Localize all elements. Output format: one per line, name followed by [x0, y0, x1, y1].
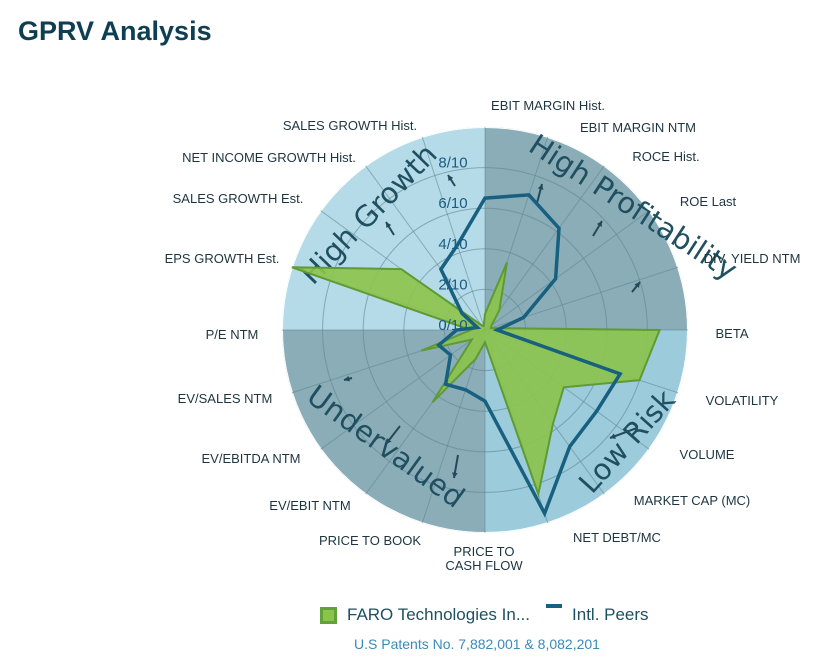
axis-label: MARKET CAP (MC)	[634, 493, 751, 508]
arrow-icon	[536, 183, 544, 204]
series-faro-area	[291, 262, 662, 498]
axis-label: SALES GROWTH Est.	[173, 191, 304, 206]
axis-label: P/E NTM	[206, 327, 259, 342]
series-peers-line	[435, 193, 623, 518]
axis-labels: EBIT MARGIN Hist. EBIT MARGIN NTM ROCE His…	[165, 98, 801, 573]
arrow-icon	[385, 425, 401, 445]
arrow-icon	[343, 375, 353, 382]
tick-label: 8/10	[438, 155, 467, 172]
direction-arrows	[343, 174, 641, 479]
tick-label: 2/10	[438, 276, 467, 293]
patents-note: U.S Patents No. 7,882,001 & 8,082,201	[354, 636, 600, 652]
grid-spoke	[484, 165, 605, 331]
grid-spoke	[421, 136, 486, 331]
axis-label: NET DEBT/MC	[573, 530, 661, 545]
arrow-icon	[631, 281, 641, 293]
axis-label: EPS GROWTH Est.	[165, 251, 280, 266]
arrow-icon	[592, 220, 603, 237]
axis-label: VOLATILITY	[706, 393, 779, 408]
arrow-icon	[452, 454, 459, 479]
scale-ticks: 0/10 2/10 4/10 6/10 8/10	[438, 155, 467, 334]
page-title: GPRV Analysis	[18, 16, 212, 46]
axis-label: EV/EBIT NTM	[269, 498, 350, 513]
arrow-icon	[385, 221, 395, 236]
tick-label: 6/10	[438, 195, 467, 212]
arrow-icon	[609, 427, 638, 439]
axis-label: DIV. YIELD NTM	[704, 251, 801, 266]
axis-label: ROE Last	[680, 194, 737, 209]
legend: FARO Technologies In... Intl. Peers	[320, 604, 649, 625]
series-layer	[291, 193, 662, 518]
grid-spoke	[484, 210, 650, 331]
legend-label-peers[interactable]: Intl. Peers	[572, 605, 649, 624]
arrow-icon	[447, 174, 456, 187]
tick-label: 4/10	[438, 236, 467, 253]
legend-swatch-faro[interactable]	[320, 606, 337, 624]
axis-label: EV/SALES NTM	[178, 391, 273, 406]
grid-spoke	[421, 329, 486, 524]
axis-label: NET INCOME GROWTH Hist.	[182, 150, 356, 165]
axis-label: PRICE TO BOOK	[319, 533, 421, 548]
legend-swatch-peers[interactable]	[546, 604, 563, 608]
axis-label: EBIT MARGIN Hist.	[491, 98, 605, 113]
grid-spoke	[320, 329, 486, 450]
axis-label: EBIT MARGIN NTM	[580, 120, 696, 135]
axis-label: ROCE Hist.	[632, 149, 699, 164]
grid-spoke	[365, 165, 486, 331]
legend-label-faro[interactable]: FARO Technologies In...	[347, 605, 531, 624]
axis-label: SALES GROWTH Hist.	[283, 118, 417, 133]
axis-label: EV/EBITDA NTM	[202, 451, 301, 466]
axis-label: VOLUME	[680, 447, 735, 462]
tick-label: 0/10	[438, 317, 467, 334]
axis-label: BETA	[716, 326, 749, 341]
